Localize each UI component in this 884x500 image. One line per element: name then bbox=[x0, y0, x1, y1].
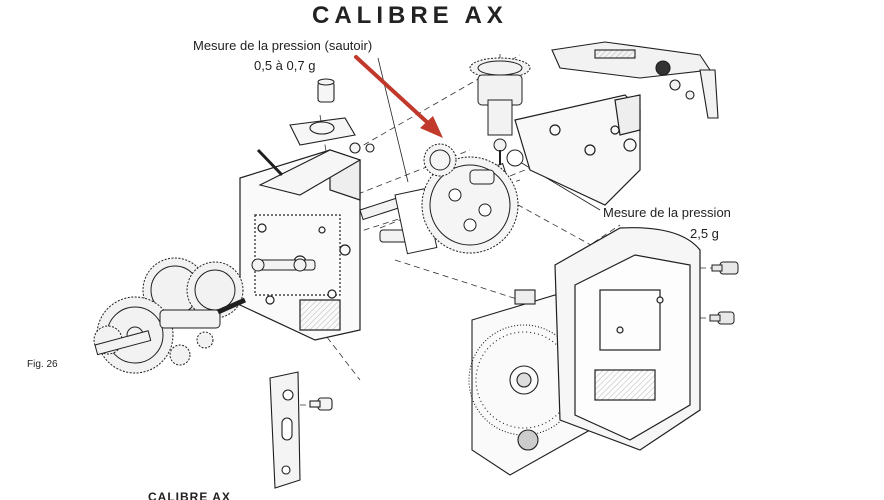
bottom-bracket bbox=[269, 371, 333, 489]
center-wheel bbox=[421, 143, 519, 254]
annotation-pression-label: Mesure de la pression bbox=[603, 205, 731, 220]
gear-train-left bbox=[93, 257, 247, 374]
top-right-bracket bbox=[551, 41, 719, 119]
figure-label: Fig. 26 bbox=[27, 359, 58, 370]
annotation-pression-value: 2,5 g bbox=[690, 226, 719, 241]
diagram-title: CALIBRE AX bbox=[312, 2, 508, 29]
red-indicator-arrow bbox=[354, 55, 443, 138]
bottom-caption: CALIBRE AX bbox=[148, 490, 231, 500]
case-screws bbox=[709, 261, 739, 325]
right-plate bbox=[514, 94, 641, 206]
annotation-sautoir-value: 0,5 à 0,7 g bbox=[254, 58, 316, 73]
upper-bridge bbox=[256, 78, 375, 196]
case-housing bbox=[554, 227, 701, 451]
annotation-sautoir-label: Mesure de la pression (sautoir) bbox=[193, 38, 373, 53]
balance-assembly bbox=[469, 57, 531, 167]
